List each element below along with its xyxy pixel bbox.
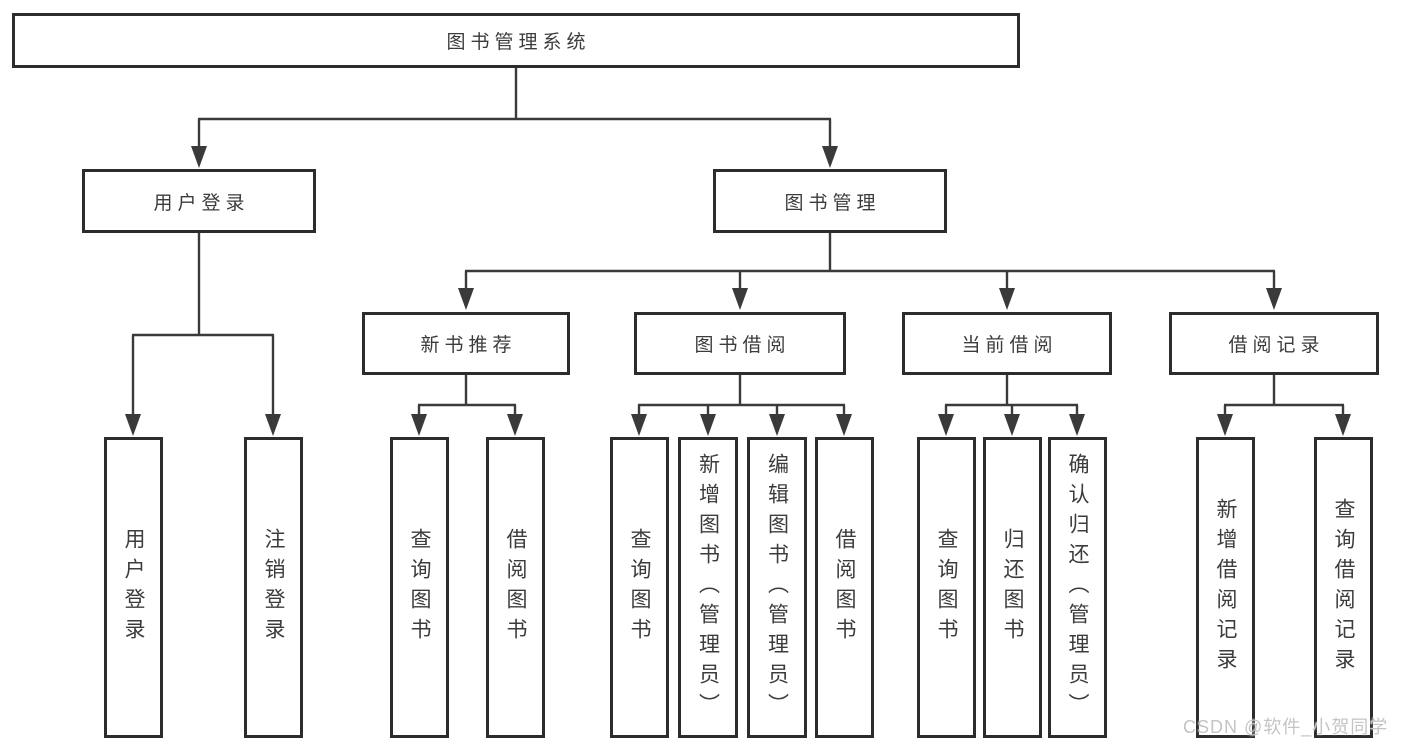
leaf-add-borrow-record: 新增借阅记录 [1196, 437, 1255, 738]
leaf-borrow-books: 借阅图书 [815, 437, 874, 738]
leaf-label: 编辑图书（管理员） [765, 452, 789, 723]
connector-book-borrow-to-leaves [631, 375, 852, 436]
node-label: 图书管理 [784, 192, 881, 214]
leaf-add-books-admin: 新增图书（管理员） [678, 437, 738, 738]
leaf-borrow-books-recommend: 借阅图书 [486, 437, 545, 738]
leaf-confirm-return-admin: 确认归还（管理员） [1048, 437, 1107, 738]
connector-root-to-branches [191, 67, 838, 168]
node-current-borrow: 当前借阅 [902, 312, 1112, 375]
node-label: 新书推荐 [420, 335, 517, 356]
leaf-label: 借阅图书 [833, 527, 856, 648]
node-label: 图书借阅 [694, 335, 791, 356]
connector-current-borrow-to-leaves [938, 375, 1085, 436]
node-label: 当前借阅 [961, 335, 1058, 356]
leaf-edit-books-admin: 编辑图书（管理员） [747, 437, 807, 738]
leaf-label: 归还图书 [1001, 527, 1024, 648]
connector-new-books-to-leaves [411, 375, 523, 436]
leaf-label: 确认归还（管理员） [1066, 452, 1089, 723]
csdn-watermark: CSDN @软件_小贺同学 [1183, 717, 1389, 737]
leaf-query-books-borrow: 查询图书 [610, 437, 669, 738]
leaf-label: 查询图书 [935, 527, 958, 648]
node-user-login-module: 用户登录 [82, 169, 316, 233]
leaf-logout: 注销登录 [244, 437, 303, 738]
connector-user-login-to-leaves [125, 233, 281, 436]
node-new-book-recommend: 新书推荐 [362, 312, 570, 375]
leaf-label: 用户登录 [122, 527, 145, 648]
node-borrow-records: 借阅记录 [1169, 312, 1379, 375]
leaf-label: 新增借阅记录 [1214, 497, 1237, 678]
leaf-label: 查询借阅记录 [1332, 497, 1355, 678]
connector-book-management-to-groups [458, 233, 1282, 310]
leaf-query-books-recommend: 查询图书 [390, 437, 449, 738]
connector-borrow-records-to-leaves [1217, 375, 1351, 436]
leaf-label: 查询图书 [408, 527, 431, 648]
leaf-return-books: 归还图书 [983, 437, 1042, 738]
leaf-label: 查询图书 [628, 527, 651, 648]
leaf-user-login: 用户登录 [104, 437, 163, 738]
leaf-query-borrow-record: 查询借阅记录 [1314, 437, 1373, 738]
leaf-label: 注销登录 [262, 527, 285, 648]
node-book-borrow: 图书借阅 [634, 312, 846, 375]
leaf-query-books-current: 查询图书 [917, 437, 976, 738]
node-label: 图书管理系统 [446, 32, 591, 53]
node-library-system: 图书管理系统 [12, 13, 1020, 68]
node-book-management: 图书管理 [713, 169, 947, 233]
leaf-label: 借阅图书 [504, 527, 527, 648]
leaf-label: 新增图书（管理员） [696, 452, 720, 723]
node-label: 用户登录 [153, 192, 250, 214]
node-label: 借阅记录 [1228, 335, 1325, 356]
